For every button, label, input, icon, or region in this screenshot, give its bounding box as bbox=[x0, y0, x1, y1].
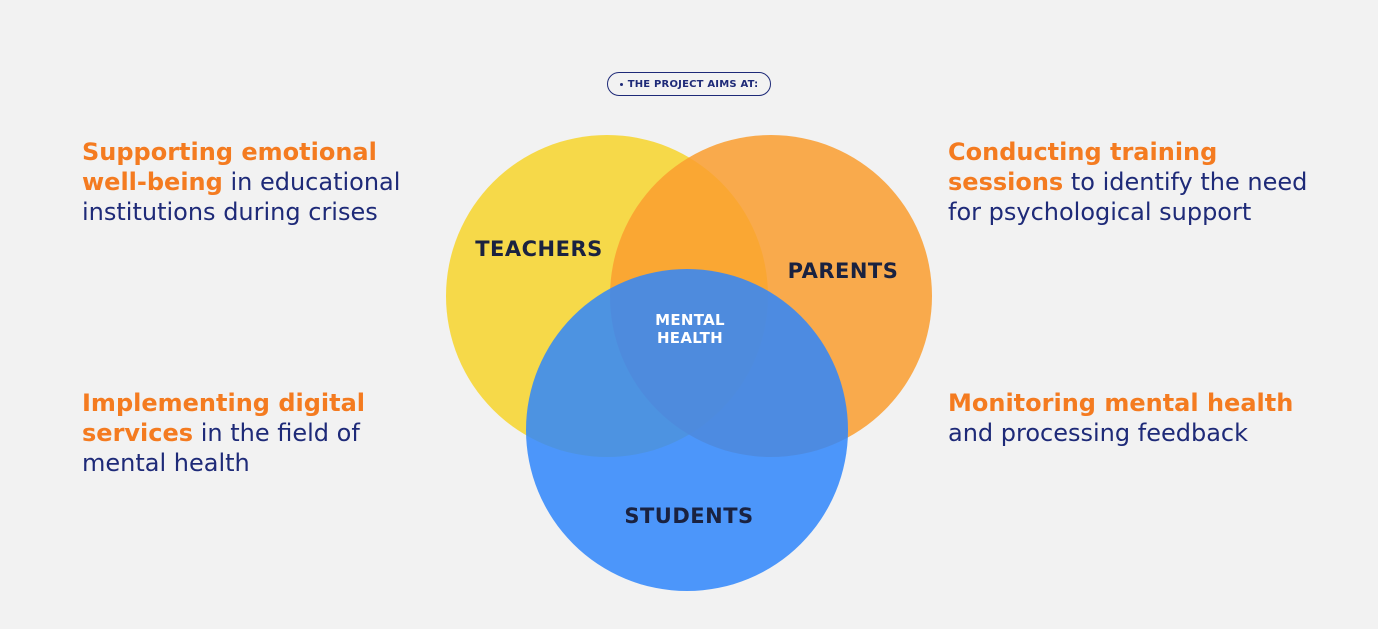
parents-label: PARENTS bbox=[788, 259, 899, 283]
center-label-line1: MENTAL bbox=[655, 311, 725, 329]
aim-highlight: Monitoring mental health bbox=[948, 389, 1294, 417]
aim-text: to identify the need for psychological s… bbox=[948, 168, 1308, 226]
center-label-line2: HEALTH bbox=[657, 329, 723, 347]
aim-digital-services: Implementing digital services in the fie… bbox=[82, 388, 442, 478]
aim-training-sessions: Conducting training sessions to identify… bbox=[948, 137, 1308, 227]
aim-text: in educational institutions during crise… bbox=[82, 168, 401, 226]
students-label: STUDENTS bbox=[624, 504, 753, 528]
aim-highlight: Conducting training sessions bbox=[948, 138, 1218, 196]
project-aims-badge: THE PROJECT AIMS AT: bbox=[607, 72, 771, 96]
project-aims-label: THE PROJECT AIMS AT: bbox=[627, 78, 759, 90]
aim-highlight: Supporting emotional well-being bbox=[82, 138, 377, 196]
teachers-label: TEACHERS bbox=[475, 237, 603, 261]
aim-text: and processing feedback bbox=[948, 419, 1248, 447]
aim-text: in the field of mental health bbox=[82, 419, 360, 477]
aim-emotional-wellbeing: Supporting emotional well-being in educa… bbox=[82, 137, 442, 227]
aim-highlight: Implementing digital services bbox=[82, 389, 366, 447]
bullet-dot-icon bbox=[619, 82, 623, 86]
students-circle bbox=[526, 269, 848, 591]
aim-monitoring-mental-health: Monitoring mental health and processing … bbox=[948, 388, 1308, 448]
